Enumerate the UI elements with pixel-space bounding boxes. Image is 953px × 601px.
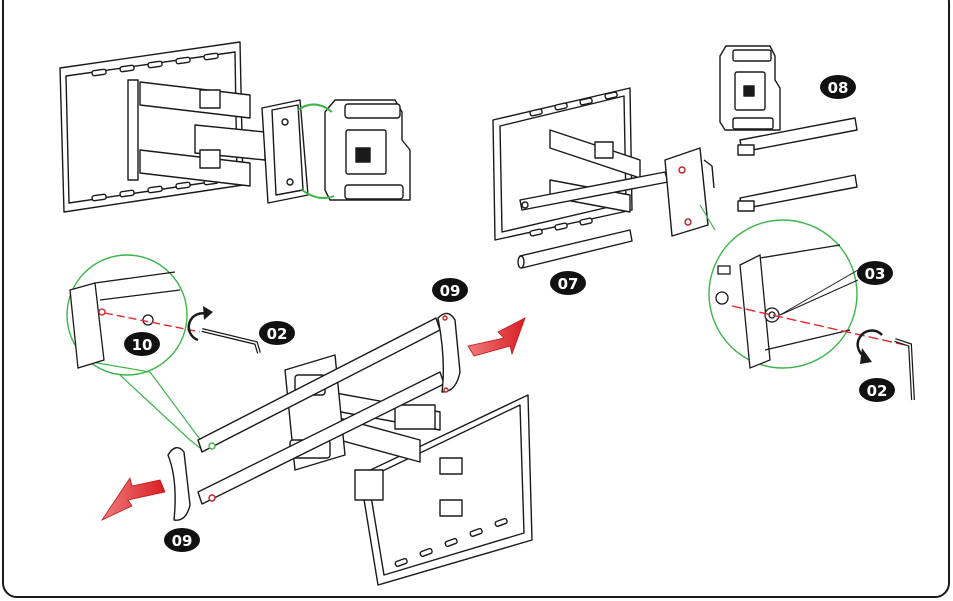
svg-text:07: 07 [558,275,579,293]
wall-plate-slots [91,52,219,202]
part-badge-03: 03 [857,261,893,285]
svg-text:02: 02 [867,382,888,400]
svg-text:09: 09 [440,282,461,300]
push-arrow-bottom [100,477,166,521]
part-badge-09-top: 09 [432,278,468,302]
part-badge-10: 10 [124,332,160,356]
part-badge-02-left: 02 [259,321,295,345]
left-zoom-callout [66,254,261,449]
svg-text:02: 02 [267,325,288,343]
part-badge-08: 08 [820,75,856,99]
push-arrow-top [467,317,526,357]
part-badge-02-right: 02 [859,378,895,402]
part-badge-07: 07 [550,271,586,295]
svg-text:03: 03 [865,265,886,283]
tv-interface-bracket [324,99,411,201]
top-right-mount-assembly [492,45,858,269]
end-cap-09-bottom [167,447,191,521]
end-cap-09-top [437,312,461,393]
part-badge-09-bottom: 09 [164,528,200,552]
svg-text:09: 09 [172,532,193,550]
svg-text:10: 10 [132,336,153,354]
loose-bar-07 [517,229,633,269]
right-zoom-callout [699,204,915,401]
green-alignment-lines [297,103,335,199]
svg-text:08: 08 [828,79,849,97]
loose-bars-08 [737,117,858,212]
top-left-mount-assembly [59,41,411,213]
bottom-main-assembly [167,312,533,586]
tv-interface-bracket-right [719,45,781,131]
